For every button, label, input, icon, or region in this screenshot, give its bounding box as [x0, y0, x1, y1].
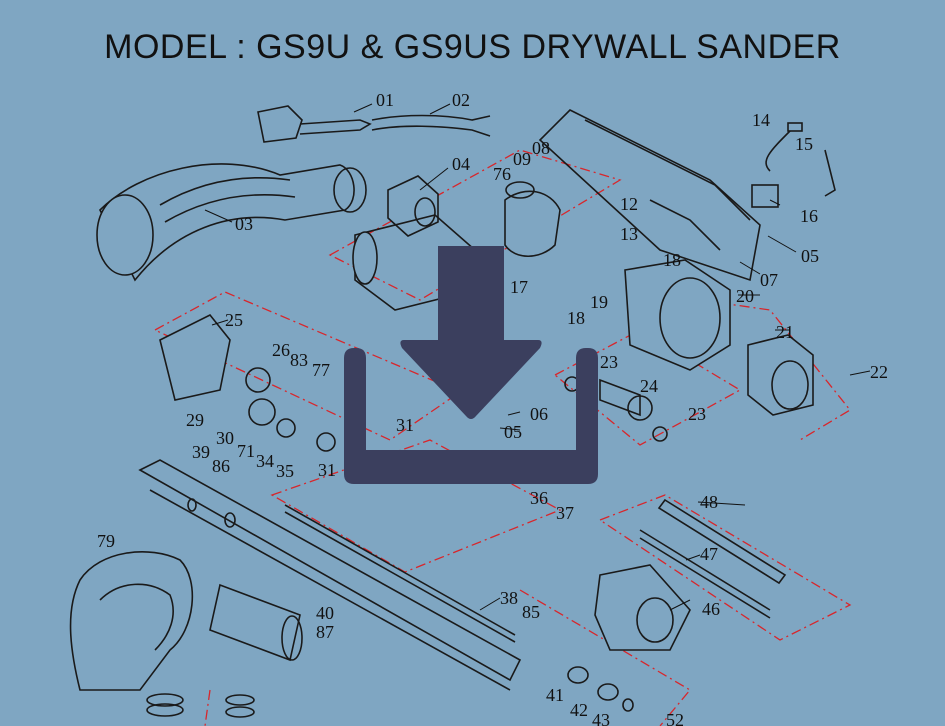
part-label-47: 47 — [700, 544, 718, 564]
stator-part — [747, 334, 814, 416]
part-label-43: 43 — [592, 710, 610, 726]
part-label-31: 31 — [396, 415, 414, 435]
part-label-52: 52 — [666, 710, 684, 726]
part-label-21: 21 — [776, 322, 794, 342]
part-label-06: 06 — [530, 404, 548, 424]
part-label-02: 02 — [452, 90, 470, 110]
leader-lines — [204, 103, 871, 611]
front-handle-part — [69, 551, 194, 691]
part-label-17: 17 — [510, 277, 528, 297]
shaft-part — [639, 498, 787, 619]
part-label-76: 76 — [493, 164, 511, 184]
part-label-41: 41 — [546, 685, 564, 705]
part-label-87: 87 — [316, 622, 334, 642]
part-label-14: 14 — [752, 110, 770, 130]
part-label-22: 22 — [870, 362, 888, 382]
part-label-34: 34 — [256, 451, 274, 471]
part-label-25: 25 — [225, 310, 243, 330]
head-housing-part — [594, 564, 691, 651]
motor-housing-part — [624, 259, 731, 371]
part-label-39: 39 — [192, 442, 210, 462]
hose-part — [96, 163, 367, 282]
part-label-85: 85 — [522, 602, 540, 622]
nut-part — [387, 175, 439, 237]
part-label-15: 15 — [795, 134, 813, 154]
power-cord-part — [257, 105, 491, 143]
part-label-30: 30 — [216, 428, 234, 448]
part-label-38: 38 — [500, 588, 518, 608]
collar-parts — [567, 666, 634, 712]
tube-part — [138, 459, 522, 691]
part-label-20: 20 — [736, 286, 754, 306]
part-label-09: 09 — [513, 149, 531, 169]
part-label-05: 05 — [801, 246, 819, 266]
part-label-12: 12 — [620, 194, 638, 214]
part-label-05: 05 — [504, 422, 522, 442]
gear-plate-part — [159, 313, 336, 452]
part-label-77: 77 — [312, 360, 330, 380]
part-label-04: 04 — [452, 154, 470, 174]
part-label-01: 01 — [376, 90, 394, 110]
part-label-48: 48 — [700, 492, 718, 512]
part-label-83: 83 — [290, 350, 308, 370]
part-labels: 01 02 03 04 05 05 06 07 08 09 12 13 14 1… — [97, 90, 888, 726]
part-label-36: 36 — [530, 488, 548, 508]
part-label-40: 40 — [316, 603, 334, 623]
part-label-24: 24 — [640, 376, 658, 396]
part-label-23: 23 — [600, 352, 618, 372]
diagram-title: MODEL : GS9U & GS9US DRYWALL SANDER — [104, 28, 841, 66]
part-label-07: 07 — [760, 270, 778, 290]
part-label-08: 08 — [532, 138, 550, 158]
part-label-42: 42 — [570, 700, 588, 720]
part-label-26: 26 — [272, 340, 290, 360]
sleeve-part — [209, 583, 303, 662]
part-label-29: 29 — [186, 410, 204, 430]
part-label-37: 37 — [556, 503, 574, 523]
download-icon-glyph — [344, 246, 598, 484]
download-icon[interactable] — [340, 238, 602, 490]
switch-parts — [751, 122, 836, 208]
part-label-13: 13 — [620, 224, 638, 244]
part-label-35: 35 — [276, 461, 294, 481]
part-label-18: 18 — [567, 308, 585, 328]
part-label-86: 86 — [212, 456, 230, 476]
part-label-16: 16 — [800, 206, 818, 226]
rod-part — [284, 504, 516, 643]
part-label-23: 23 — [688, 404, 706, 424]
part-label-18: 18 — [663, 250, 681, 270]
part-label-71: 71 — [237, 441, 255, 461]
upper-housing-part — [538, 109, 761, 282]
part-label-31: 31 — [318, 460, 336, 480]
spring-part — [146, 693, 255, 718]
part-label-03: 03 — [235, 214, 253, 234]
gear-housing-part — [504, 181, 561, 257]
part-label-79: 79 — [97, 531, 115, 551]
part-label-19: 19 — [590, 292, 608, 312]
part-label-46: 46 — [702, 599, 720, 619]
